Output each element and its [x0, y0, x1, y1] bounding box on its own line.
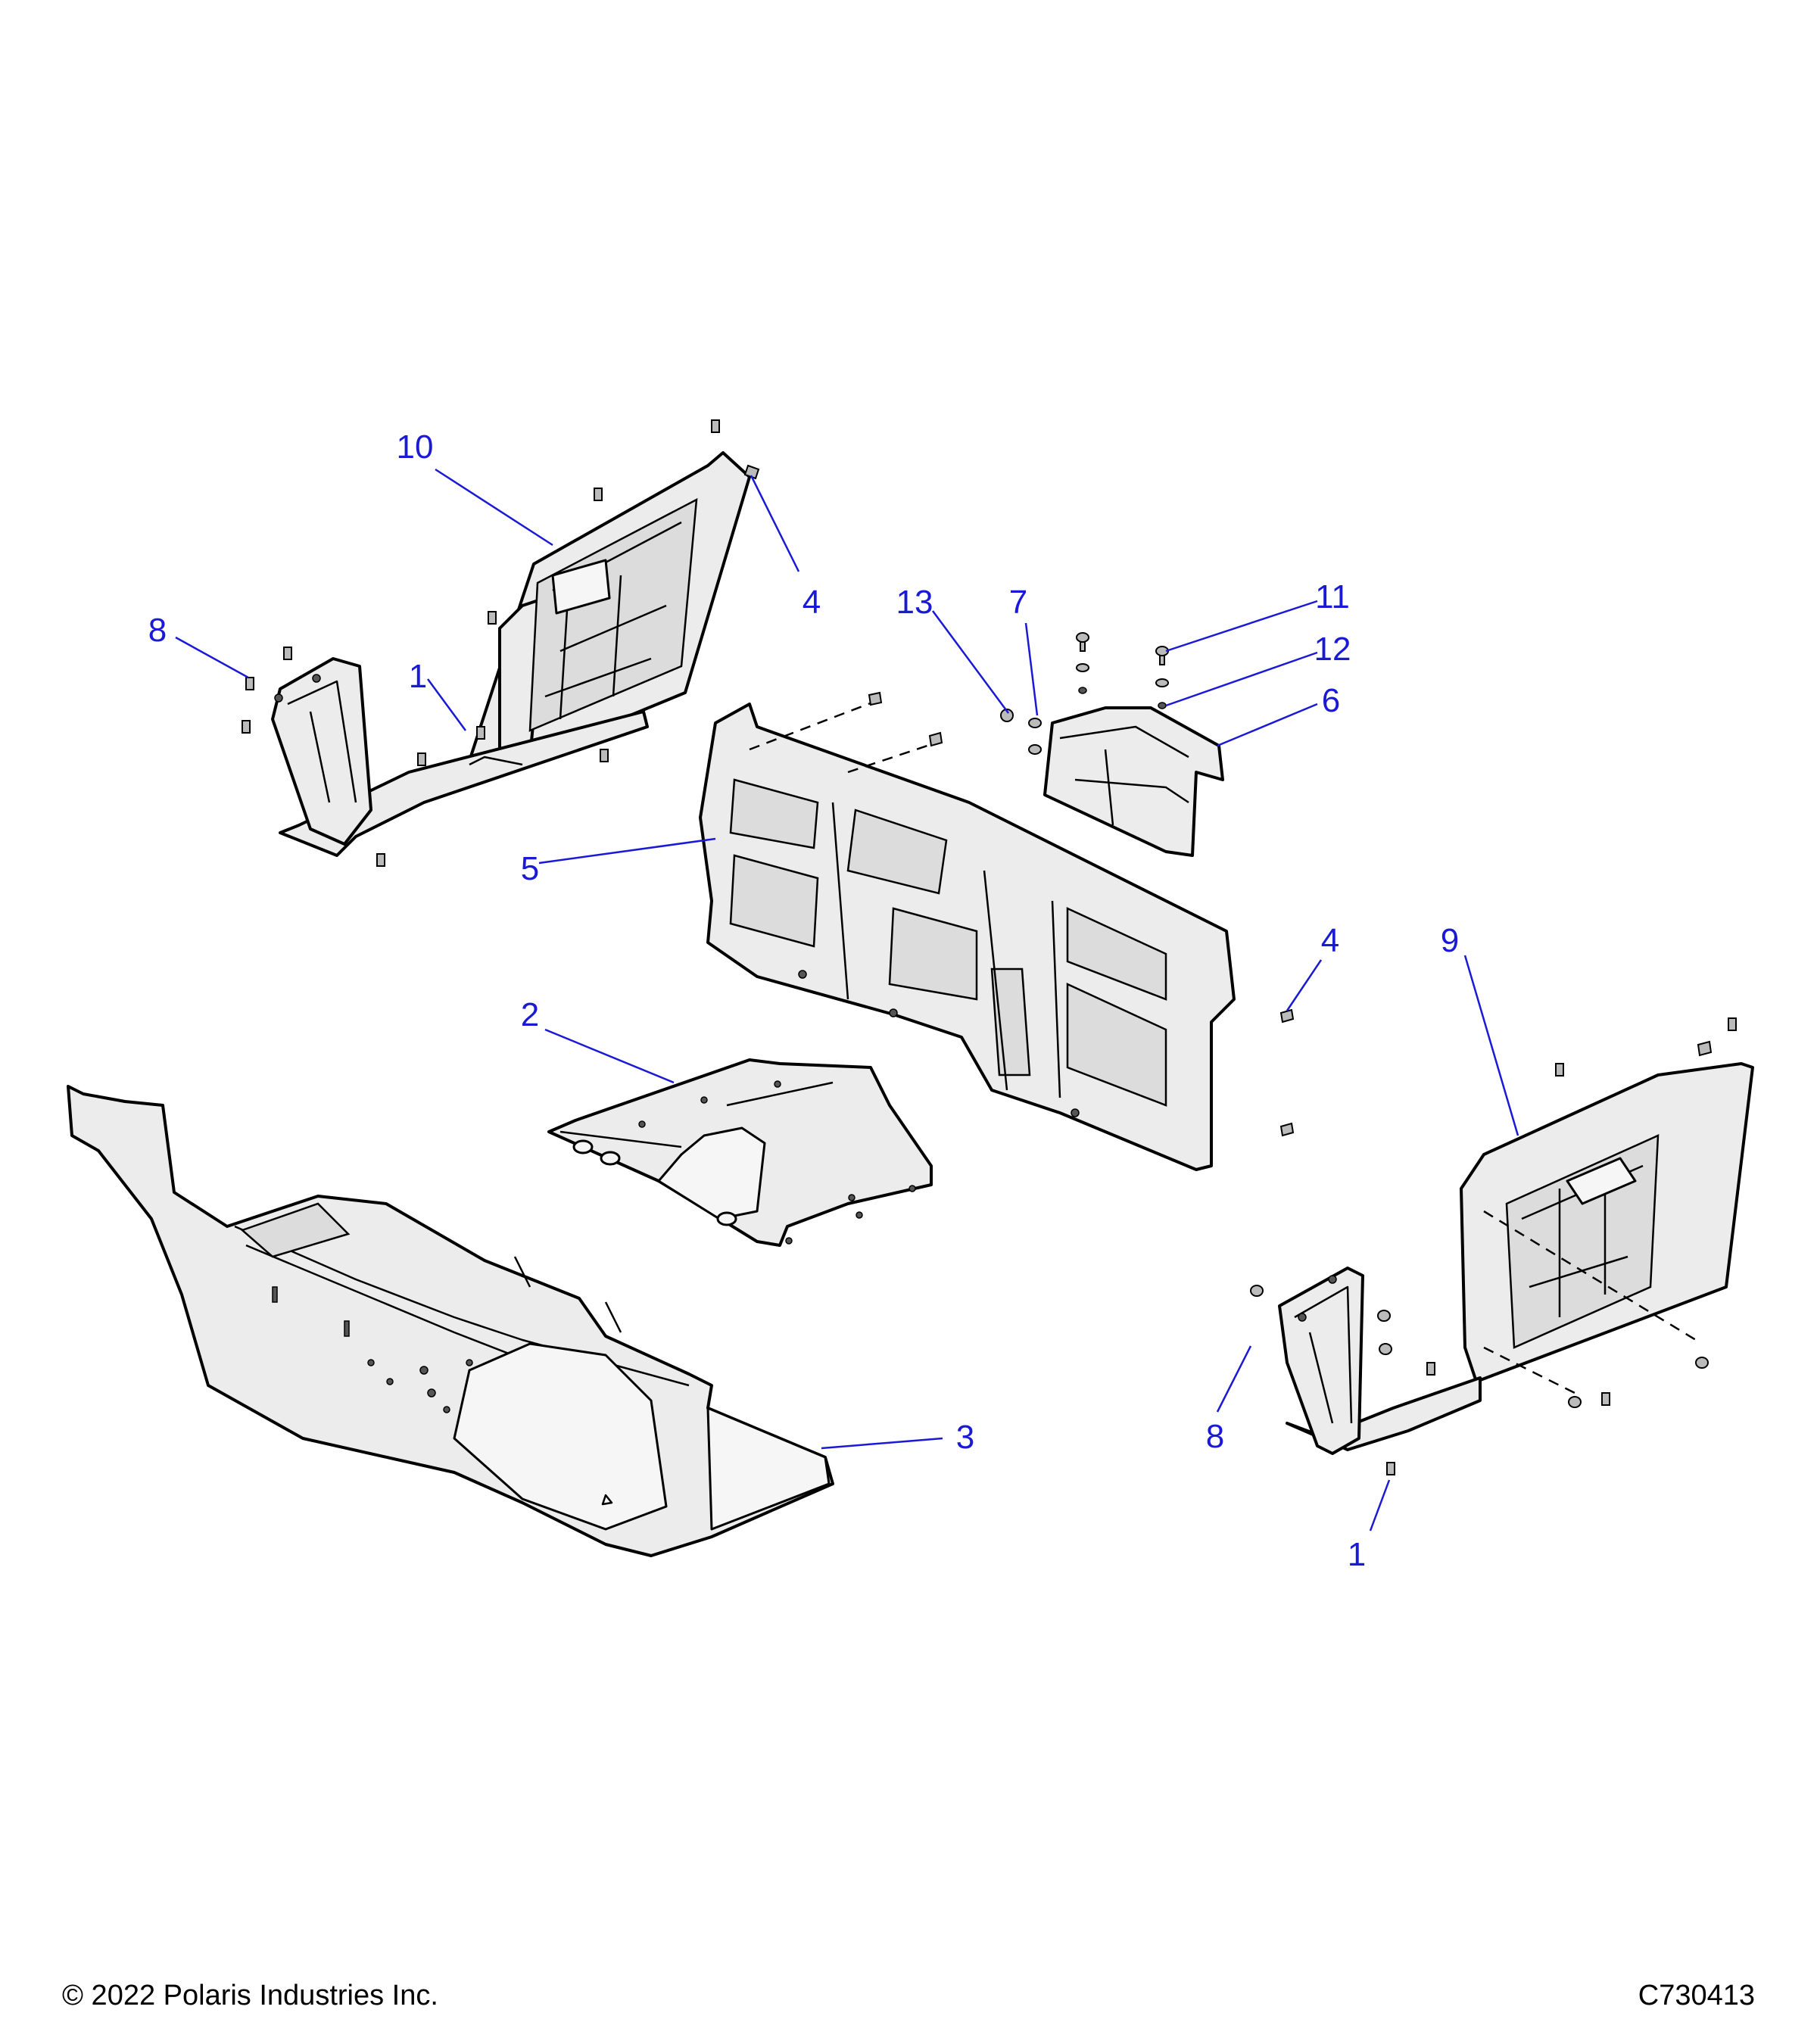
- callout-6: 6: [1322, 682, 1340, 719]
- copyright-notice: © 2022 Polaris Industries Inc.: [62, 1980, 438, 2011]
- callout-labels: 10 4 8 1 13 7 11 12 6 5 4 9 2 3 8 1: [148, 428, 1459, 1573]
- callout-2: 2: [521, 996, 539, 1033]
- part-9-fasteners: [1250, 1008, 1737, 1475]
- callout-8-right: 8: [1206, 1418, 1224, 1455]
- callout-7: 7: [1009, 584, 1027, 621]
- callout-9: 9: [1441, 922, 1459, 959]
- heat-shield-hardware: [1000, 632, 1169, 755]
- part-5-rear-panel: [699, 691, 1236, 1171]
- part-9-right-side-panel: [1278, 1062, 1754, 1455]
- part-6-heat-shield: [1043, 706, 1224, 857]
- callout-13: 13: [896, 584, 933, 621]
- callout-8-left: 8: [148, 612, 167, 649]
- callout-3: 3: [956, 1419, 974, 1456]
- part-2-tunnel-cover: [547, 1058, 933, 1247]
- callout-1-upper: 1: [409, 658, 427, 695]
- callout-11: 11: [1315, 578, 1350, 615]
- callout-12: 12: [1314, 631, 1351, 668]
- leader-lines: [175, 468, 1519, 1531]
- callout-4-lower: 4: [1321, 922, 1339, 959]
- drawing-number: C730413: [1638, 1980, 1755, 2011]
- callout-1-lower: 1: [1348, 1536, 1366, 1573]
- part-10-left-side-panel: [271, 451, 751, 857]
- part-10-fasteners: [242, 419, 760, 867]
- part-3-main-floor: [67, 1085, 834, 1557]
- callout-5: 5: [521, 850, 539, 887]
- callout-10: 10: [397, 428, 434, 466]
- callout-4-upper: 4: [803, 584, 821, 621]
